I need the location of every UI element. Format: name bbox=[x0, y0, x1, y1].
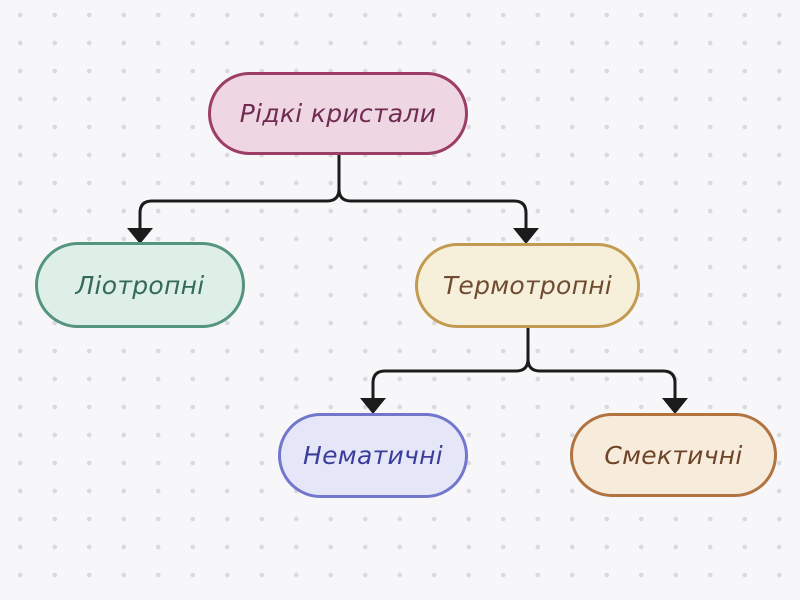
edge-liquid-crystals-to-lyotropic bbox=[138, 154, 341, 231]
node-nematic: Нематичні bbox=[278, 413, 468, 498]
node-liquid-crystals: Рідкі кристали bbox=[208, 72, 468, 155]
edge-thermotropic-to-smectic bbox=[526, 327, 677, 401]
arrowhead-thermotropic bbox=[513, 228, 539, 244]
node-thermotropic: Термотропні bbox=[415, 243, 640, 328]
arrowhead-smectic bbox=[662, 398, 688, 414]
arrowhead-nematic bbox=[360, 398, 386, 414]
edge-thermotropic-to-nematic bbox=[371, 327, 530, 401]
node-lyotropic: Ліотропні bbox=[35, 242, 245, 328]
edge-liquid-crystals-to-thermotropic bbox=[337, 154, 528, 231]
node-smectic: Смектичні bbox=[570, 413, 777, 497]
